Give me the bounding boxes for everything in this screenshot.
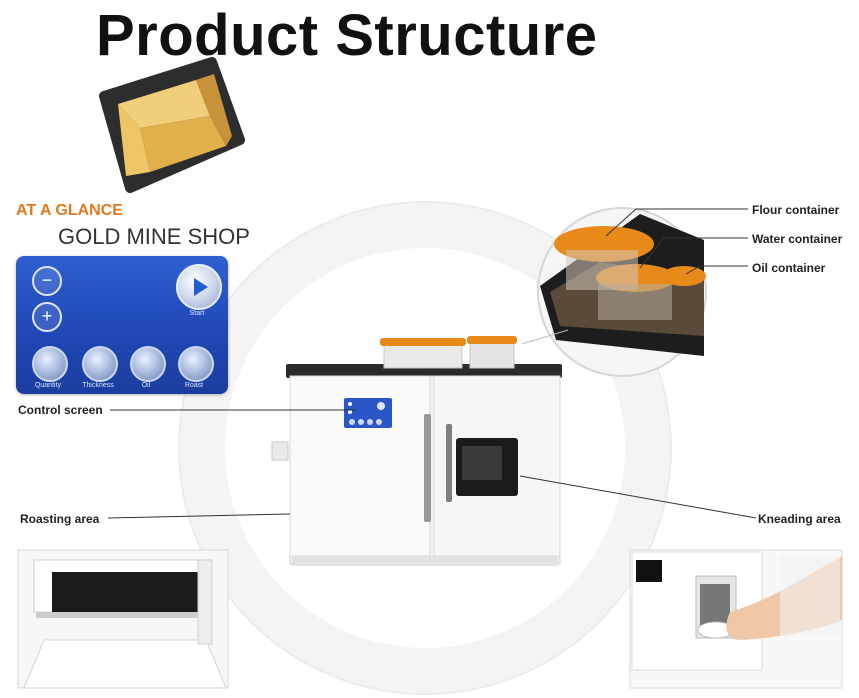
- quantity-button: [32, 346, 68, 382]
- containers-zoom: [521, 207, 707, 377]
- roasting-zoom: [17, 549, 229, 689]
- bread-machine: [271, 336, 562, 566]
- start-label: Start: [189, 310, 205, 317]
- plus-icon: +: [32, 302, 62, 332]
- control-panel-zoom: − + Start Quantity Thickness Oil Roast: [16, 256, 228, 394]
- thickness-label: Thickness: [82, 382, 114, 389]
- start-button: [176, 264, 222, 310]
- oil-label: Oil: [141, 382, 151, 389]
- brand-tag: AT A GLANCE: [16, 202, 123, 219]
- gold-bar-logo-icon: [99, 57, 245, 193]
- roasting-area-label: Roasting area: [20, 512, 100, 526]
- oil-container-label: Oil container: [752, 261, 826, 275]
- play-icon: [194, 278, 208, 296]
- oil-button: [130, 346, 166, 382]
- water-container-label: Water container: [752, 232, 843, 246]
- page-title: Product Structure: [96, 3, 598, 68]
- kneading-zoom: [629, 549, 843, 689]
- roast-label: Roast: [184, 382, 204, 389]
- callout-lines: [107, 208, 757, 519]
- control-screen-label: Control screen: [18, 403, 103, 417]
- thickness-button: [82, 346, 118, 382]
- flour-container-label: Flour container: [752, 203, 840, 217]
- brand-name: GOLD MINE SHOP: [58, 224, 250, 249]
- minus-icon: −: [32, 266, 62, 296]
- roast-button: [178, 346, 214, 382]
- quantity-label: Quantity: [34, 382, 62, 389]
- kneading-area-label: Kneading area: [758, 512, 841, 526]
